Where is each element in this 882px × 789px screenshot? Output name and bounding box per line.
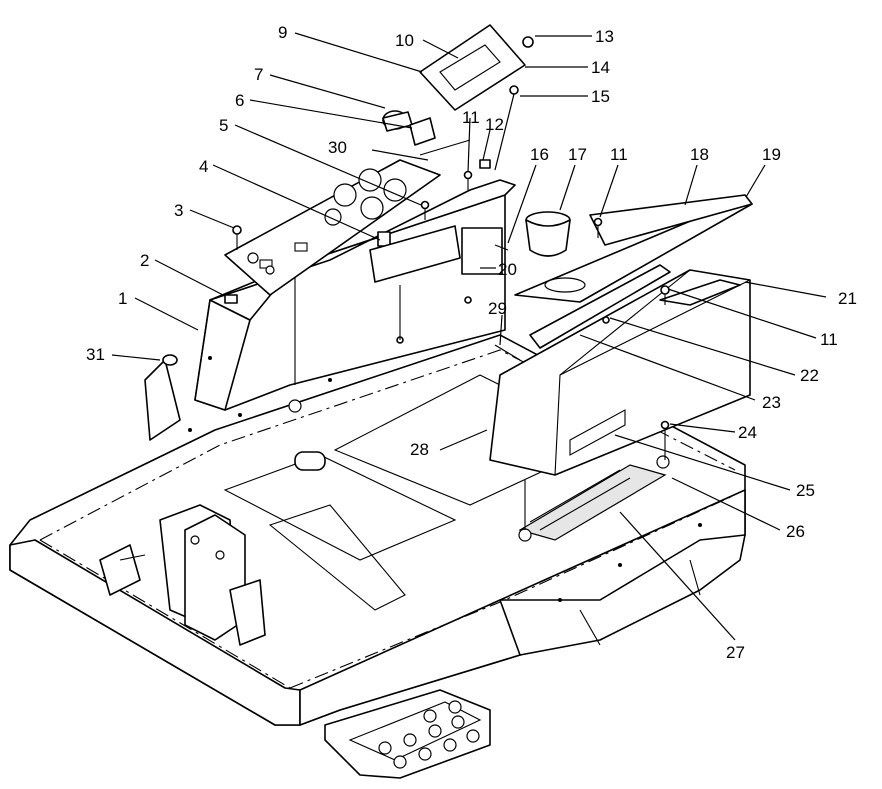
callout-20: 20 — [498, 260, 517, 279]
right-console — [399, 194, 753, 530]
callout-9: 9 — [278, 23, 287, 42]
callout-17: 17 — [568, 145, 587, 164]
callout-13: 13 — [595, 27, 614, 46]
top-small-parts — [382, 24, 534, 171]
callout-18: 18 — [690, 145, 709, 164]
callout-21: 21 — [838, 289, 857, 308]
callout-23: 23 — [762, 393, 781, 412]
callout-19: 19 — [762, 145, 781, 164]
callout-27: 27 — [726, 643, 745, 662]
callout-26: 26 — [786, 522, 805, 541]
callout-31: 31 — [86, 345, 105, 364]
callout-6: 6 — [235, 91, 244, 110]
callout-4: 4 — [199, 157, 208, 176]
callout-5: 5 — [219, 116, 228, 135]
foot-plate-holes — [378, 700, 480, 769]
callout-14: 14 — [591, 58, 610, 77]
callout-24: 24 — [738, 423, 757, 442]
callout-12: 12 — [485, 115, 504, 134]
callout-22: 22 — [800, 366, 819, 385]
callout-15: 15 — [591, 87, 610, 106]
pedal-bracket-assembly — [99, 504, 266, 646]
callout-10: 10 — [395, 31, 414, 50]
callout-11b: 11 — [610, 145, 628, 164]
callout-7: 7 — [254, 65, 263, 84]
left-console — [162, 159, 516, 411]
callout-28: 28 — [410, 440, 429, 459]
callout-11c: 11 — [820, 330, 838, 349]
callout-25: 25 — [796, 481, 815, 500]
callout-29: 29 — [488, 299, 507, 318]
callout-30: 30 — [328, 138, 347, 157]
callout-labels: 1 2 3 4 5 6 7 9 10 11 12 13 14 15 16 17 … — [86, 23, 857, 662]
callout-11a: 11 — [462, 108, 480, 127]
callout-3: 3 — [174, 201, 183, 220]
callout-2: 2 — [140, 251, 149, 270]
callout-1: 1 — [118, 289, 127, 308]
leader-lines — [111, 32, 827, 641]
foot-plate — [324, 689, 491, 779]
callout-16: 16 — [530, 145, 549, 164]
